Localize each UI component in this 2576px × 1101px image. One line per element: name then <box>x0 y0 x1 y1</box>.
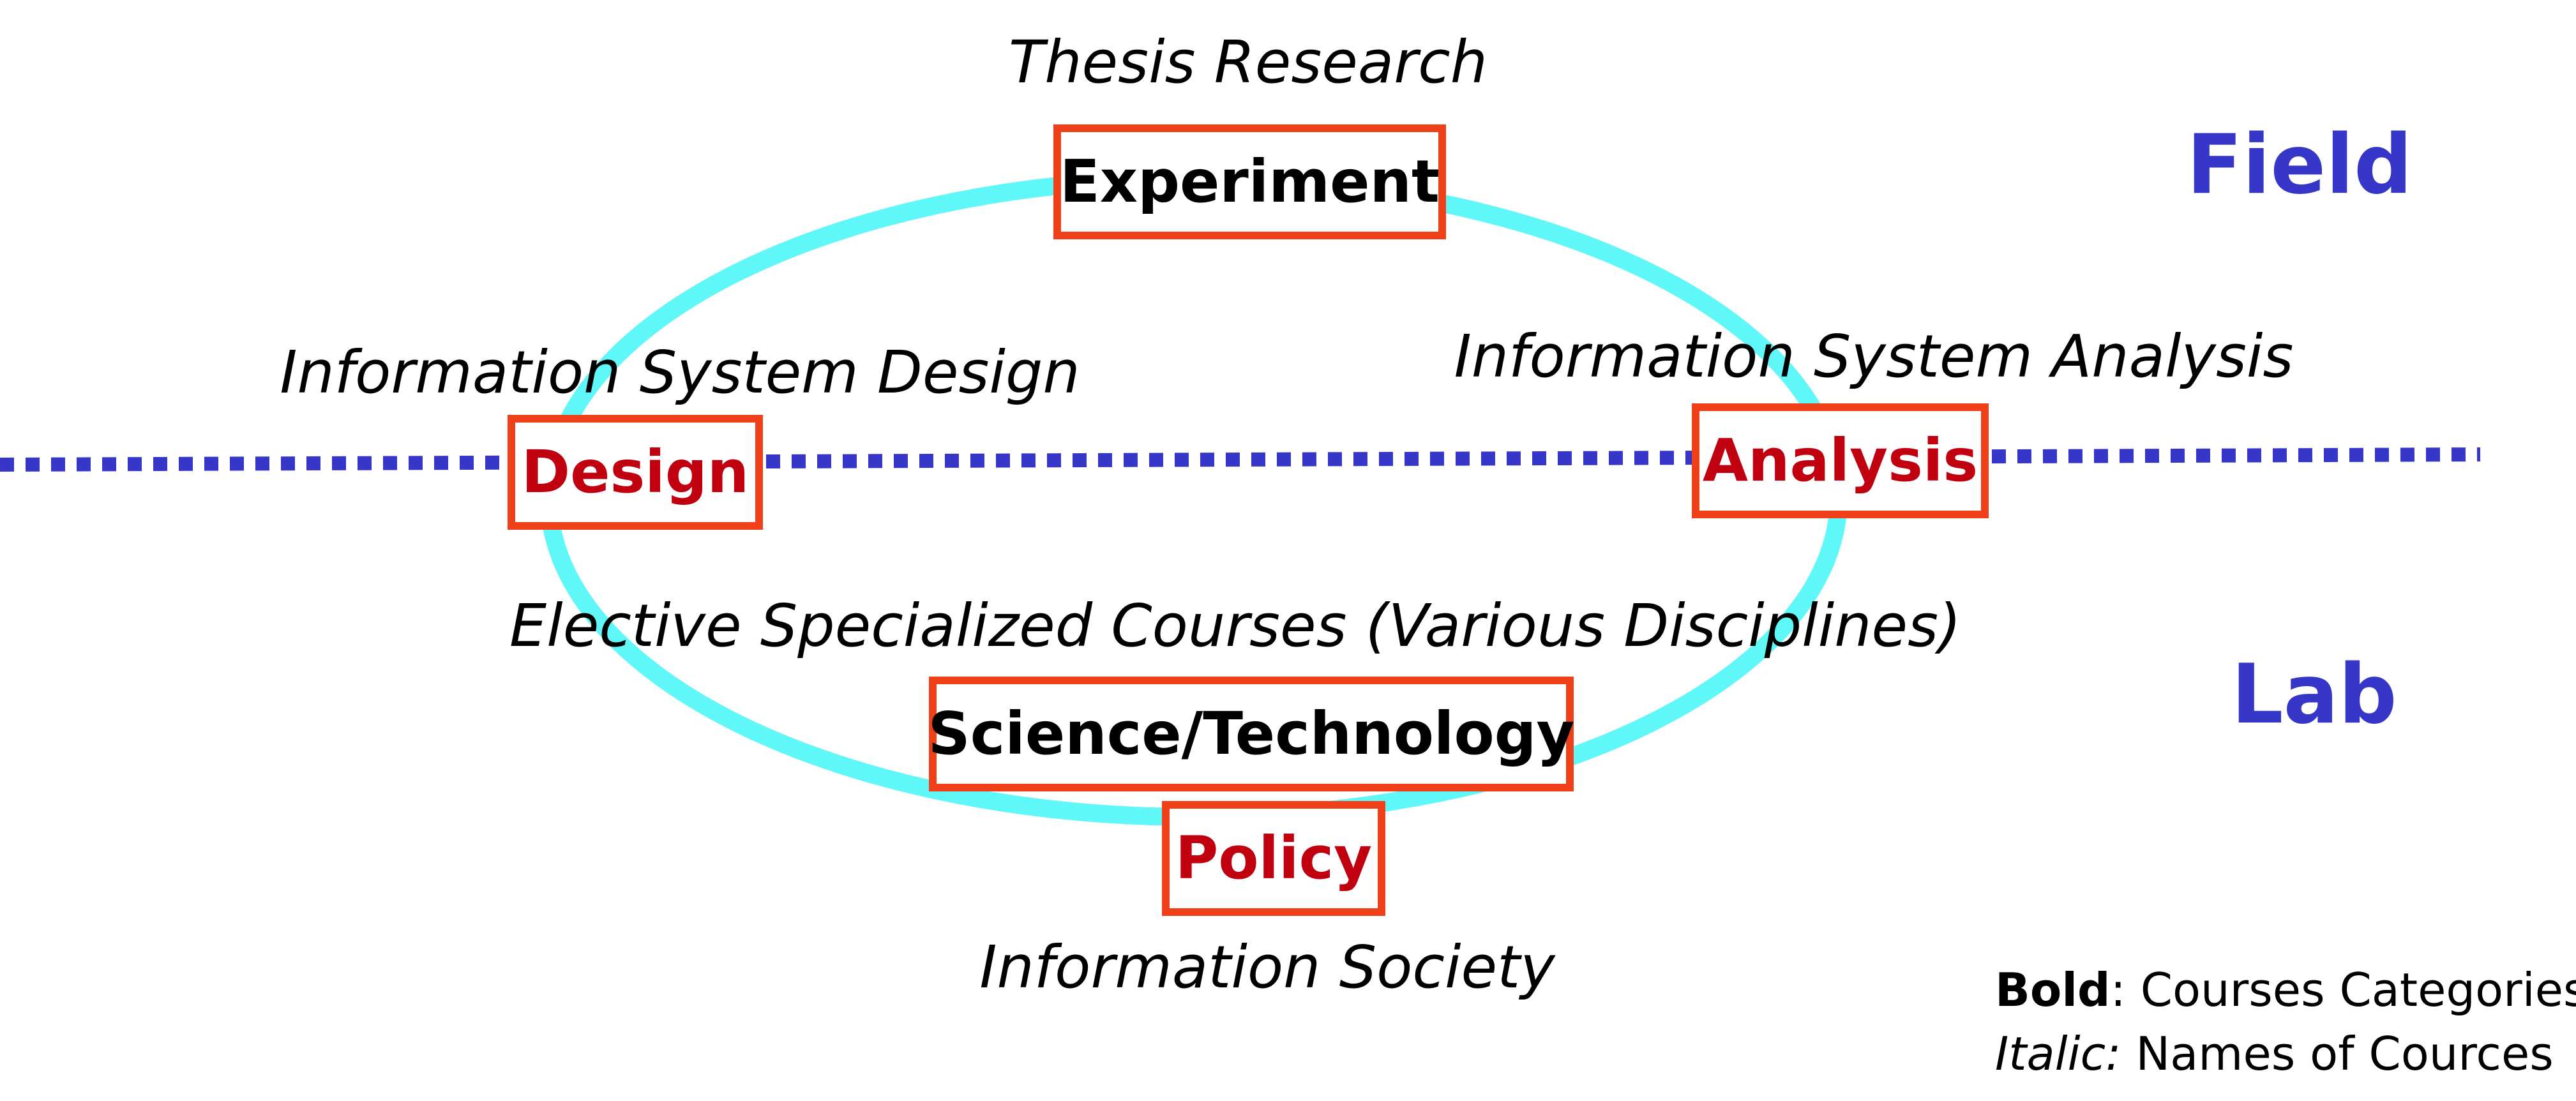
category-label-policy: Policy <box>1175 824 1373 892</box>
course-elective-specialized: Elective Specialized Courses (Various Di… <box>509 592 1961 660</box>
category-label-design: Design <box>521 438 749 506</box>
zone-label-lab: Lab <box>2231 647 2397 742</box>
category-box-analysis: Analysis <box>1692 403 1989 518</box>
category-label-experiment: Experiment <box>1059 147 1440 216</box>
course-information-system-analysis: Information System Analysis <box>1454 322 2294 391</box>
course-information-society: Information Society <box>979 933 1555 1001</box>
category-box-design: Design <box>508 415 763 530</box>
category-box-policy: Policy <box>1162 801 1385 916</box>
legend-bold-key: Bold <box>1995 963 2111 1017</box>
course-thesis-research: Thesis Research <box>1009 28 1488 96</box>
category-label-analysis: Analysis <box>1702 426 1978 495</box>
legend-italic-entry: Italic: Names of Cources <box>1995 1031 2554 1077</box>
legend-bold-entry: Bold: Courses Categories <box>1995 967 2576 1013</box>
legend-bold-text: : Courses Categories <box>2110 963 2576 1017</box>
category-box-science-technology: Science/Technology <box>928 677 1575 791</box>
field-lab-divider <box>0 447 2481 472</box>
course-information-system-design: Information System Design <box>280 338 1080 407</box>
legend-italic-text: Names of Cources <box>2121 1027 2554 1081</box>
zone-label-field: Field <box>2187 117 2413 213</box>
category-label-science-technology: Science/Technology <box>928 700 1575 768</box>
legend-italic-key: Italic: <box>1995 1027 2121 1081</box>
category-box-experiment: Experiment <box>1053 124 1446 239</box>
